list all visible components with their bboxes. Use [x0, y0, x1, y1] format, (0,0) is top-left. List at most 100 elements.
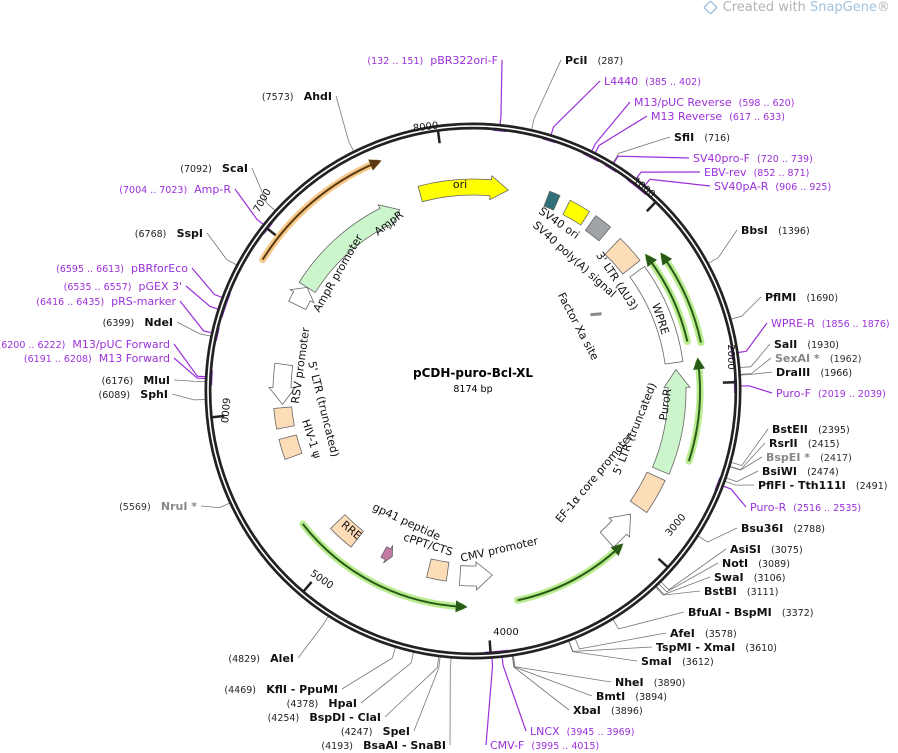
rsv-promoter-arrow[interactable]: [268, 362, 296, 405]
enzyme-site-label[interactable]: (4829) AleI: [228, 647, 294, 666]
enzyme-site-label[interactable]: BmtI (3894): [596, 685, 667, 704]
paren-close: ): [100, 297, 104, 308]
enzyme-site-label[interactable]: SalI (1930): [774, 333, 839, 352]
amp-orf-arc[interactable]: [261, 159, 382, 261]
enzyme-site-label[interactable]: TspMI - XmaI (3610): [656, 636, 777, 655]
enzyme-site-label[interactable]: (7092) ScaI: [180, 157, 248, 176]
enzyme-site-label[interactable]: (6768) SspI: [135, 222, 203, 241]
cppt-box[interactable]: [426, 558, 450, 582]
feature-label-hiv-psi[interactable]: HIV-1 ψ: [299, 418, 324, 460]
paren-open: (: [705, 629, 709, 640]
enzyme-site-label[interactable]: PflMI (1690): [765, 286, 838, 305]
enzyme-site-label[interactable]: SwaI (3106): [714, 566, 785, 585]
primer-label[interactable]: L4440 (385 .. 402): [604, 75, 701, 88]
enzyme-site-label[interactable]: (6176) MluI: [102, 369, 170, 388]
primer-label[interactable]: CMV-F (3995 .. 4015): [490, 739, 599, 752]
feature-label-cmv[interactable]: CMV promoter: [459, 534, 540, 565]
feature-label-puror[interactable]: PuroR: [657, 387, 674, 421]
enzyme-name: BsaAI - SnaBI: [363, 739, 446, 752]
site-leader-line: [658, 562, 719, 593]
enzyme-site-label[interactable]: BbsI (1396): [741, 219, 810, 238]
feature-label-ori[interactable]: ori: [453, 178, 467, 191]
enzyme-site-label[interactable]: BstBI (3111): [704, 580, 778, 599]
enzyme-site-label[interactable]: (4378) HpaI: [287, 692, 357, 711]
spacer: [294, 85, 304, 104]
primer-label[interactable]: (6200 .. 6222) M13/pUC Forward: [0, 338, 170, 351]
enzyme-site-label[interactable]: AfeI (3578): [670, 622, 737, 641]
spacer: [808, 418, 818, 437]
site-location: (6768): [135, 229, 167, 240]
enzyme-site-label[interactable]: SexAI * (1962): [775, 347, 861, 366]
orf-arc[interactable]: [687, 357, 705, 462]
enzyme-site-label[interactable]: BfuAI - BspMI (3372): [688, 601, 813, 620]
primer-label[interactable]: M13 Reverse (617 .. 633): [651, 110, 785, 123]
orf-arc[interactable]: [517, 543, 624, 602]
puror-arrow[interactable]: [651, 368, 691, 475]
5-ltr-left-box[interactable]: [273, 406, 295, 430]
enzyme-site-label[interactable]: BsiWI (2474): [762, 460, 839, 479]
ori-arrow[interactable]: [417, 175, 510, 203]
paren-close: ): [369, 727, 373, 738]
enzyme-site-label[interactable]: PflFI - Tth111I (2491): [758, 474, 888, 493]
ef1a-promoter-arrow[interactable]: [599, 513, 632, 548]
primer-label[interactable]: WPRE-R (1856 .. 1876): [771, 317, 890, 330]
feature-label-factor-xa[interactable]: Factor Xa site: [555, 290, 602, 362]
enzyme-site-label[interactable]: DraIII (1966): [776, 361, 852, 380]
enzyme-site-label[interactable]: SfiI (716): [674, 126, 730, 145]
primer-label[interactable]: (6416 .. 6435) pRS-marker: [36, 295, 176, 308]
primer-label[interactable]: M13/pUC Reverse (598 .. 620): [634, 96, 794, 109]
enzyme-site-label[interactable]: (6399) NdeI: [103, 311, 173, 330]
enzyme-site-label[interactable]: XbaI (3896): [573, 699, 643, 718]
enzyme-site-label[interactable]: (4193) BsaAI - SnaBI: [321, 734, 446, 753]
enzyme-site-label[interactable]: (6089) SphI: [98, 383, 168, 402]
5-ltr-right-box[interactable]: [629, 471, 666, 514]
3-ltr-box[interactable]: [604, 237, 641, 275]
primer-label[interactable]: (6535 .. 6557) pGEX 3': [64, 280, 182, 293]
feature-label-5-ltr-right[interactable]: 5' LTR (truncated): [610, 381, 659, 477]
wpre-box[interactable]: [629, 265, 684, 365]
primer-label[interactable]: (7004 .. 7023) Amp-R: [119, 183, 231, 196]
primer-label[interactable]: (6191 .. 6208) M13 Forward: [24, 352, 170, 365]
enzyme-site-label[interactable]: BstEII (2395): [772, 418, 850, 437]
primer-label[interactable]: (6595 .. 6613) pBRforEco: [56, 262, 188, 275]
primer-label[interactable]: SV40pA-R (906 .. 925): [714, 180, 831, 193]
ampr-promoter-arrow[interactable]: [288, 286, 315, 310]
feature-label-ef1a[interactable]: EF-1α core promoter: [553, 430, 636, 526]
cmv-promoter-arrow[interactable]: [458, 561, 493, 591]
orf-arc[interactable]: [302, 523, 468, 613]
hiv-psi-box[interactable]: [278, 434, 303, 460]
spacer: [124, 262, 131, 275]
sv40-promoter-stripes[interactable]: [543, 190, 561, 211]
enzyme-site-label[interactable]: RsrII (2415): [769, 432, 839, 451]
enzyme-name: PciI: [565, 54, 587, 67]
enzyme-site-label[interactable]: (7573) AhdI: [262, 85, 332, 104]
sv40-ori-box[interactable]: [562, 199, 591, 226]
primer-label[interactable]: LNCX (3945 .. 3969): [530, 725, 634, 738]
enzyme-site-label[interactable]: Bsu36I (2788): [741, 517, 825, 536]
feature-shapes: [259, 159, 705, 613]
feature-label-wpre[interactable]: WPRE: [649, 302, 671, 337]
primer-label[interactable]: EBV-rev (852 .. 871): [704, 166, 809, 179]
enzyme-site-label[interactable]: SmaI (3612): [641, 650, 714, 669]
rre-box[interactable]: [330, 514, 364, 548]
enzyme-site-label[interactable]: BspEI * (2417): [766, 446, 852, 465]
primer-label[interactable]: (132 .. 151) pBR322ori-F: [367, 54, 498, 67]
primer-label[interactable]: Puro-R (2516 .. 2535): [750, 501, 861, 514]
primer-label[interactable]: SV40pro-F (720 .. 739): [693, 152, 813, 165]
enzyme-site-label[interactable]: NotI (3089): [722, 552, 790, 571]
sv40-polya-box[interactable]: [584, 215, 612, 242]
enzyme-site-label[interactable]: NheI (3890): [615, 671, 685, 690]
paren-close: ): [882, 389, 886, 400]
enzyme-site-label[interactable]: (4247) SpeI: [341, 720, 410, 739]
enzyme-site-label[interactable]: (5569) NruI *: [119, 495, 197, 514]
ampr-arrow[interactable]: [298, 204, 401, 293]
enzyme-site-label[interactable]: (4254) BspDI - ClaI: [268, 706, 381, 725]
enzyme-site-label[interactable]: PciI (287): [565, 49, 623, 68]
orf-arc[interactable]: [645, 253, 689, 342]
orf-arc[interactable]: [660, 252, 702, 343]
gp41-arrow[interactable]: [380, 545, 394, 564]
enzyme-site-label[interactable]: AsiSI (3075): [730, 538, 803, 557]
primer-name: pGEX 3': [138, 280, 182, 293]
primer-label[interactable]: Puro-F (2019 .. 2039): [776, 387, 886, 400]
enzyme-site-label[interactable]: (4469) KflI - PpuMI: [224, 678, 338, 697]
